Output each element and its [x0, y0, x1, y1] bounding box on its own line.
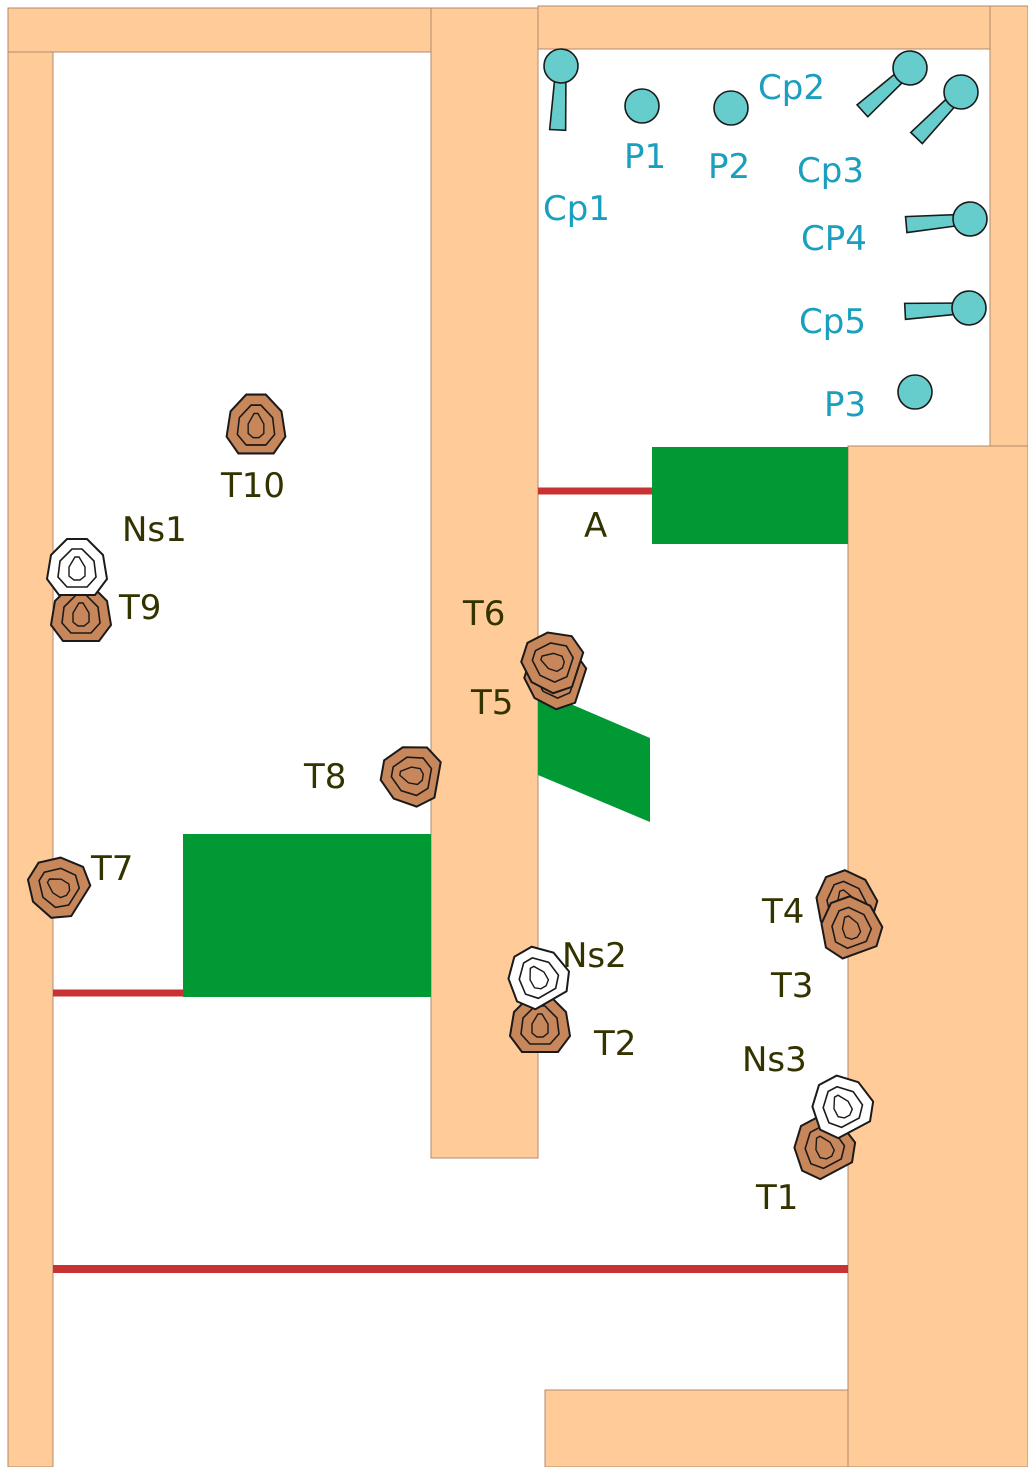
fault-lines	[53, 487, 848, 1273]
label-cp1: Cp1	[543, 189, 610, 229]
wall-top-left	[7, 7, 432, 53]
cover-left	[183, 834, 431, 997]
label-t3: T3	[770, 966, 813, 1006]
wall-bottom	[544, 1389, 849, 1467]
label-cp4: CP4	[801, 219, 867, 259]
wall-right-upper	[989, 5, 1028, 447]
label-ns1: Ns1	[122, 510, 187, 550]
wall-left	[7, 51, 54, 1467]
label-t6: T6	[462, 594, 505, 634]
label-ns3: Ns3	[742, 1040, 807, 1080]
label-p2: P2	[708, 147, 750, 187]
label-t5: T5	[470, 683, 513, 723]
label-p3: P3	[824, 385, 866, 425]
popper-cp2-icon	[850, 43, 935, 125]
popper-cp1-icon	[539, 47, 580, 132]
label-t2: T2	[593, 1024, 636, 1064]
cover-top-right	[652, 447, 848, 544]
label-t4: T4	[761, 892, 804, 932]
target-t10-icon	[225, 393, 287, 455]
plate-p2-icon	[713, 90, 749, 126]
cover-center-angled	[538, 690, 650, 822]
steel-targets: Cp1 P1 P2 Cp2 Cp3 CP4 Cp5 P3	[539, 43, 990, 425]
label-cp5: Cp5	[799, 302, 866, 342]
label-ns2: Ns2	[562, 936, 627, 976]
zone-label: A	[584, 506, 607, 546]
label-cp2: Cp2	[758, 68, 825, 108]
label-cp3: Cp3	[797, 151, 864, 191]
wall-top-right	[537, 5, 991, 50]
cover-barriers	[183, 447, 848, 997]
label-t1: T1	[755, 1178, 798, 1218]
target-labels: T10 Ns1 T9 T6 T5 T8 T7 Ns2 T2 T4 T3 Ns3 …	[90, 466, 813, 1218]
label-t10: T10	[220, 466, 285, 506]
label-t9: T9	[118, 588, 161, 628]
walls	[7, 5, 1028, 1467]
label-t7: T7	[90, 849, 133, 889]
noshoot-ns1-icon	[46, 538, 108, 596]
label-t8: T8	[303, 757, 346, 797]
wall-right	[847, 445, 1028, 1467]
popper-cp5-icon	[903, 289, 988, 330]
plate-p1-icon	[624, 88, 660, 124]
label-p1: P1	[624, 137, 666, 177]
plate-p3-icon	[897, 374, 933, 410]
popper-cp4-icon	[903, 199, 990, 243]
